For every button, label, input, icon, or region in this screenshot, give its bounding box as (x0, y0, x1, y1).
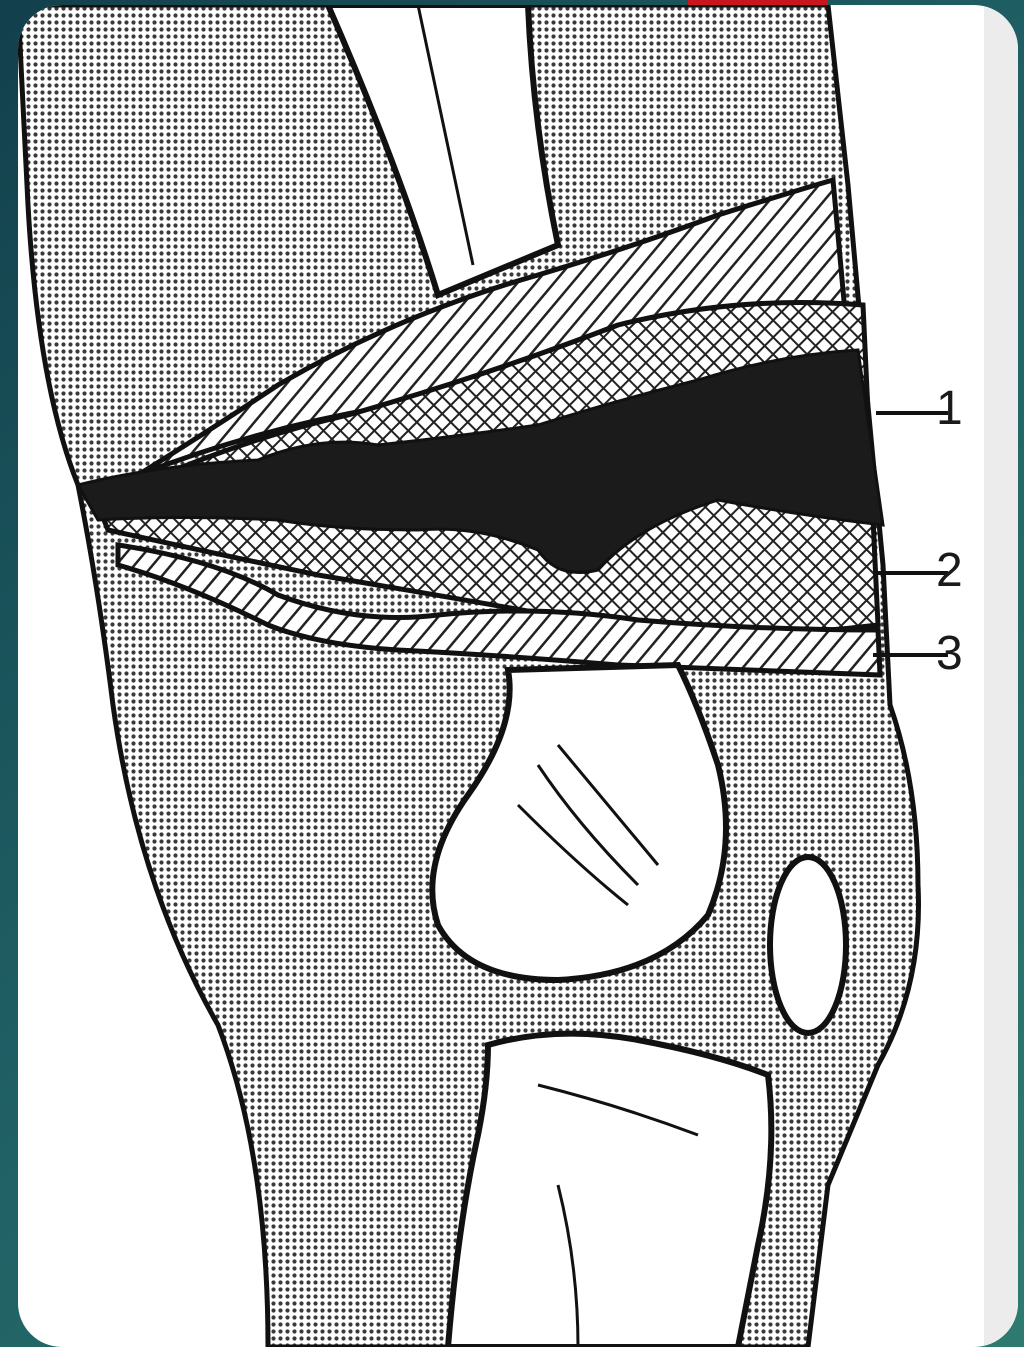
sesamoid-bone (770, 857, 846, 1033)
accent-bar (688, 0, 828, 5)
tibia (448, 1034, 771, 1347)
label-2: 2 (936, 547, 963, 595)
label-3: 3 (936, 630, 963, 678)
slide-card: 1 2 3 (18, 5, 1018, 1347)
knee-cross-section-diagram (18, 5, 1018, 1347)
label-1: 1 (936, 385, 963, 433)
